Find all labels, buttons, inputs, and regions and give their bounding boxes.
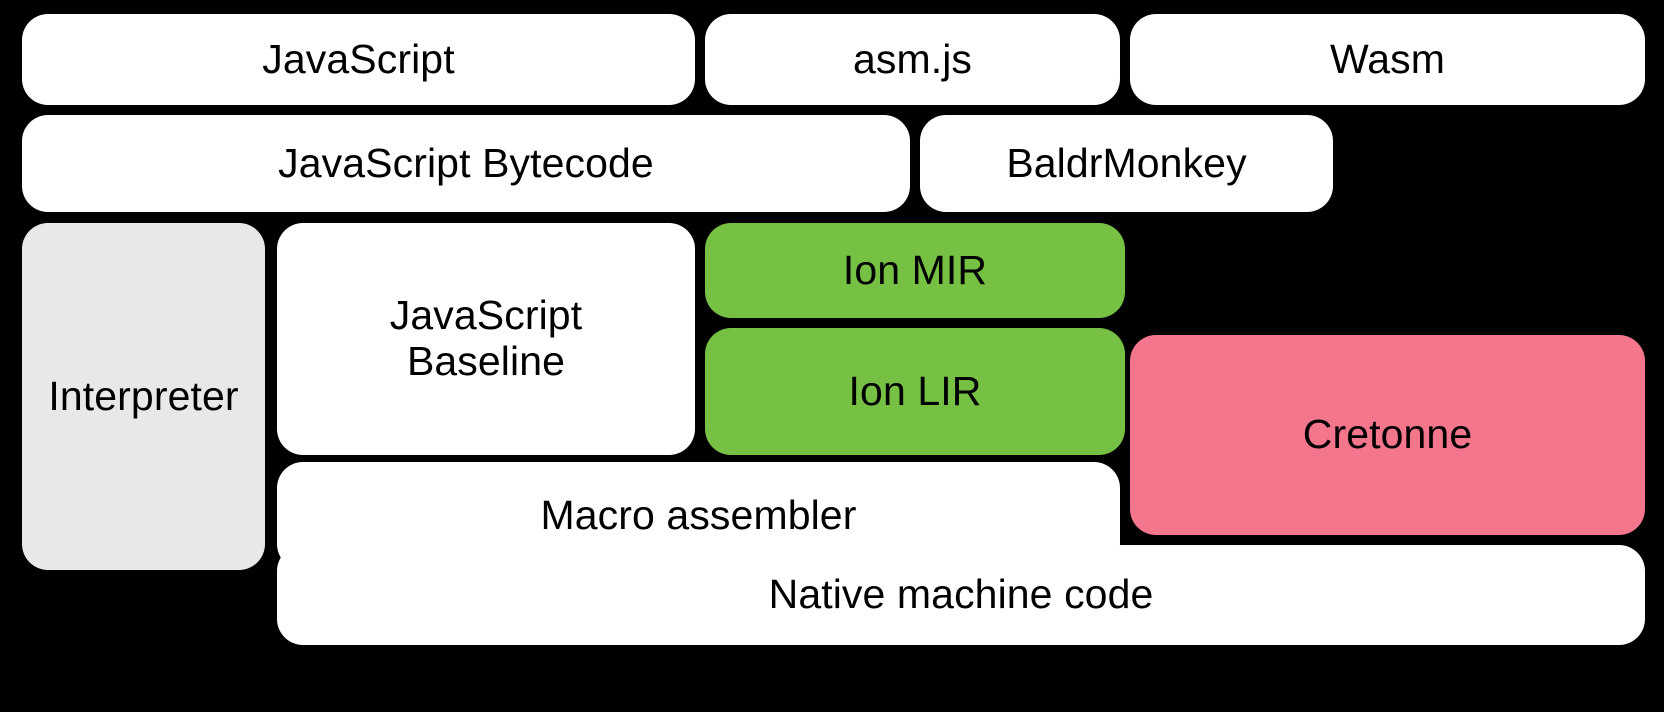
node-ion-mir: Ion MIR (705, 223, 1125, 318)
node-wasm: Wasm (1130, 14, 1645, 105)
node-ion-lir: Ion LIR (705, 328, 1125, 455)
node-baldrmonkey: BaldrMonkey (920, 115, 1333, 212)
node-javascript-baseline: JavaScript Baseline (277, 223, 695, 455)
node-interpreter: Interpreter (22, 223, 265, 570)
node-javascript-bytecode: JavaScript Bytecode (22, 115, 910, 212)
node-cretonne: Cretonne (1130, 335, 1645, 535)
node-javascript: JavaScript (22, 14, 695, 105)
node-native-machine-code: Native machine code (277, 545, 1645, 645)
node-asmjs: asm.js (705, 14, 1120, 105)
